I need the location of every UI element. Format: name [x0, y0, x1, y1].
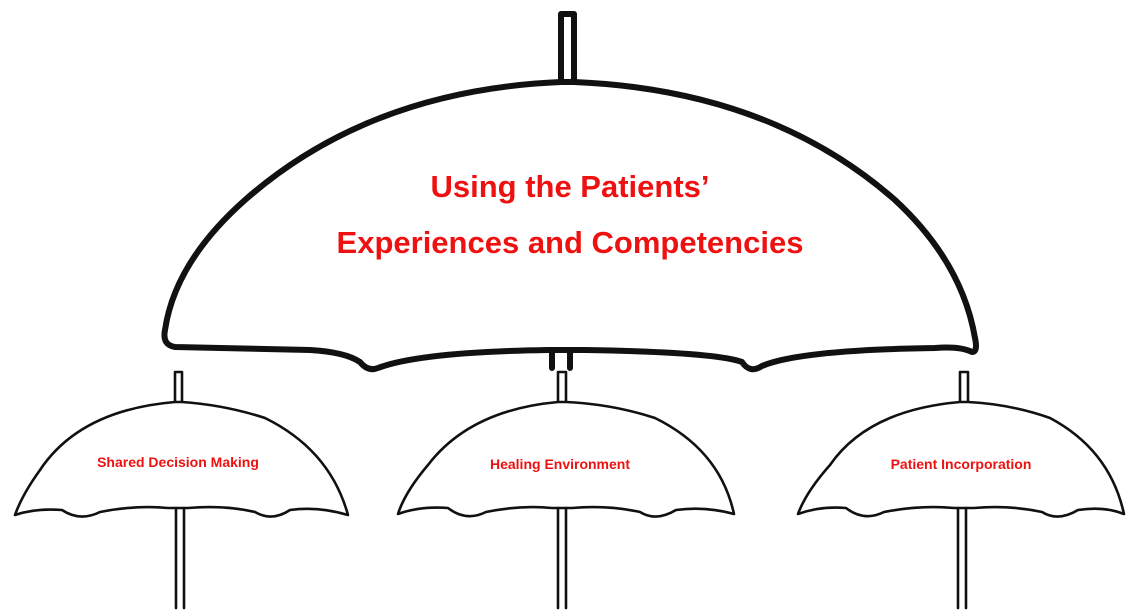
- sub-umbrella-shared-decision-making: [13, 370, 350, 610]
- sub-umbrella-3-canopy: [796, 400, 1126, 518]
- main-umbrella-title-line1: Using the Patients’: [430, 169, 709, 204]
- main-umbrella: [161, 11, 979, 373]
- sub-umbrella-1-canopy: [13, 400, 350, 518]
- main-umbrella-title-line2: Experiences and Competencies: [337, 225, 804, 260]
- sub-umbrella-1-pole: [174, 506, 186, 610]
- sub-umbrella-2-label: Healing Environment: [490, 456, 630, 472]
- sub-umbrella-3-label: Patient Incorporation: [891, 456, 1032, 472]
- sub-umbrella-patient-incorporation: [796, 370, 1126, 610]
- sub-umbrella-1-label: Shared Decision Making: [97, 454, 259, 470]
- sub-umbrella-2-tip: [556, 370, 568, 404]
- main-umbrella-shaft: [549, 347, 573, 371]
- sub-umbrella-3-pole: [956, 506, 968, 610]
- sub-umbrella-3-tip: [958, 370, 970, 404]
- sub-umbrella-2-canopy: [396, 400, 736, 518]
- main-umbrella-canopy: [161, 79, 979, 373]
- main-umbrella-tip: [558, 11, 577, 85]
- sub-umbrella-1-tip: [173, 370, 184, 404]
- sub-umbrella-2-pole: [556, 506, 568, 610]
- sub-umbrella-healing-environment: [396, 370, 736, 610]
